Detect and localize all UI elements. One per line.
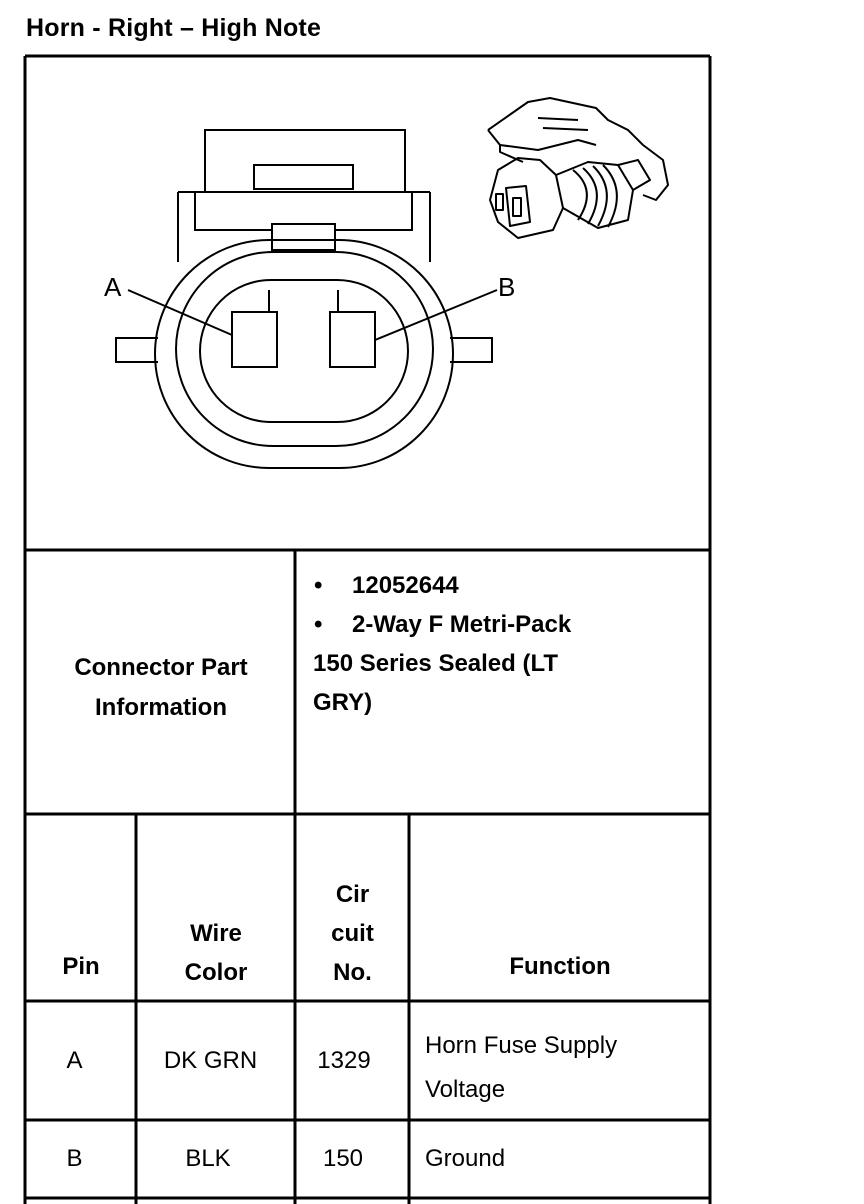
header-pin: Pin <box>62 953 100 980</box>
header-circuit-line3: No. <box>333 959 372 986</box>
bullet-dot: • <box>314 572 323 599</box>
connector-type: 2-Way F Metri-Pack <box>352 611 572 638</box>
bullet-dot: • <box>314 611 323 638</box>
connector-series-line1: 150 Series Sealed (LT <box>313 650 559 677</box>
pin-label-a: A <box>104 272 122 302</box>
part-number: 12052644 <box>352 572 459 599</box>
bullet-part-number: • 12052644 <box>314 572 459 600</box>
row-a-function-line2: Voltage <box>425 1076 506 1103</box>
page-title: Horn - Right – High Note <box>26 14 322 42</box>
row-b-pin: B <box>66 1145 83 1172</box>
header-wire-color: Wire Color <box>138 914 294 992</box>
connector-info-label: Connector Part Information <box>30 648 292 728</box>
header-wire-color-line1: Wire <box>190 920 242 947</box>
header-circuit-no: Cir cuit No. <box>297 875 408 992</box>
header-circuit-line2: cuit <box>331 920 374 947</box>
row-a-circuit: 1329 <box>317 1047 371 1074</box>
row-a-pin: A <box>66 1047 83 1074</box>
row-a-function-line1: Horn Fuse Supply <box>425 1032 618 1059</box>
header-wire-color-line2: Color <box>184 959 248 986</box>
connector-series-line2: GRY) <box>313 689 373 716</box>
connector-info-label-line1: Connector Part <box>74 654 248 681</box>
row-b-circuit: 150 <box>322 1145 364 1172</box>
connector-info-label-line2: Information <box>95 694 227 721</box>
connector-face-drawing <box>115 129 498 469</box>
header-function: Function <box>509 953 611 980</box>
row-a-wire-color: DK GRN <box>163 1047 258 1074</box>
header-circuit-line1: Cir <box>335 881 370 908</box>
pin-label-b: B <box>498 272 516 302</box>
row-b-function: Ground <box>425 1145 506 1172</box>
row-a-function: Horn Fuse Supply Voltage <box>425 1024 617 1112</box>
bullet-connector-type: • 2-Way F Metri-Pack <box>314 611 571 639</box>
connector-isometric-icon <box>487 97 669 239</box>
row-b-wire-color: BLK <box>185 1145 231 1172</box>
